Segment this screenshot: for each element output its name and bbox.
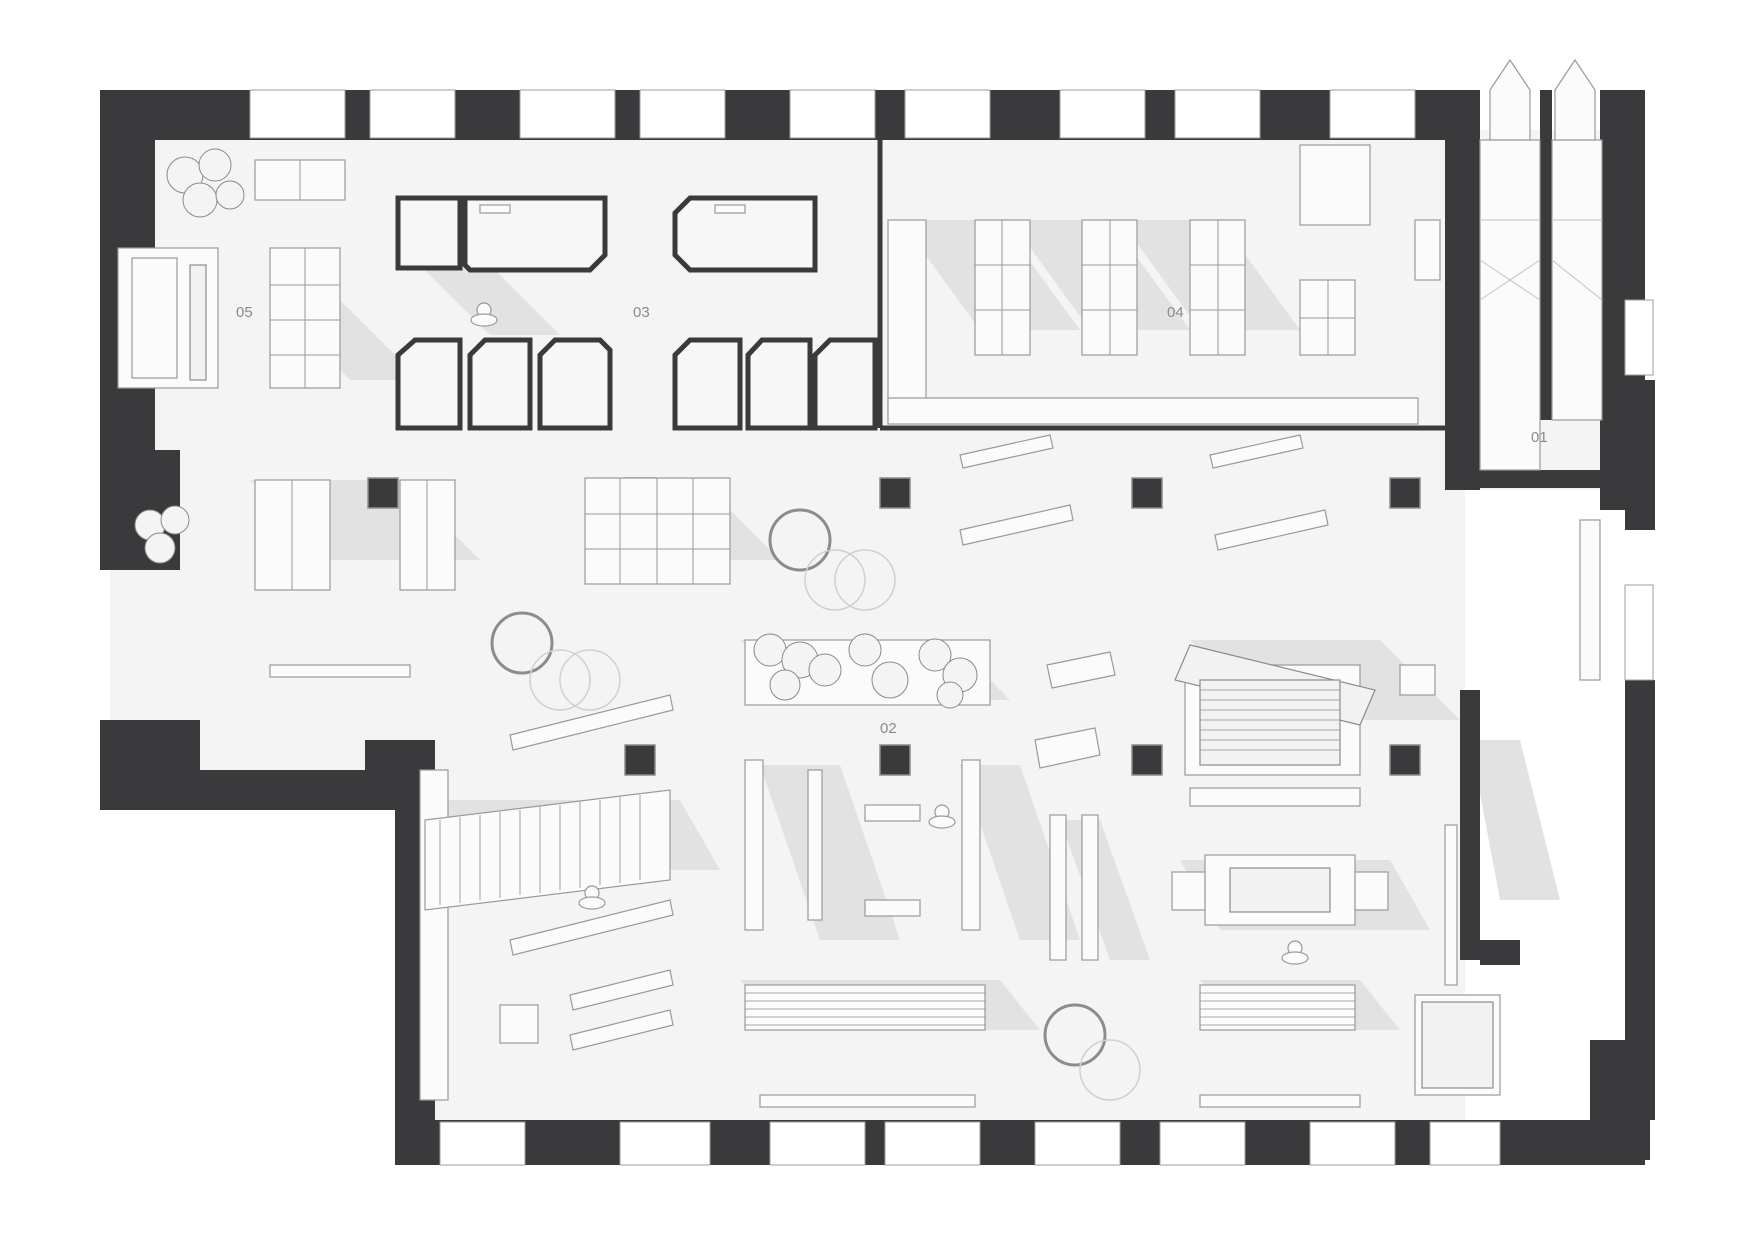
person-icon <box>470 302 498 327</box>
room-label-04: 04 <box>1167 304 1184 321</box>
plant-cluster-left <box>134 505 190 564</box>
booths-zone <box>395 140 1445 431</box>
windows-right <box>1624 299 1654 681</box>
slat-platform <box>1199 679 1341 766</box>
planter-center <box>744 633 991 709</box>
round-elements <box>490 508 1141 1101</box>
room-labels: 01 02 03 04 05 <box>236 304 1548 737</box>
plant-cluster-top-left <box>166 148 245 218</box>
room-label-05: 05 <box>236 304 253 321</box>
person-icon <box>578 885 606 910</box>
windows-top <box>249 89 1416 139</box>
windows-bottom <box>439 1121 1501 1166</box>
meeting-room <box>887 144 1441 425</box>
slat-bench-bottom-right <box>1199 984 1356 1031</box>
room-label-01: 01 <box>1531 429 1548 446</box>
kitchen-zone <box>117 159 346 389</box>
stair-core <box>1479 58 1603 471</box>
person-icon <box>1281 940 1309 965</box>
planters <box>134 148 991 709</box>
slat-bench-left <box>424 789 671 911</box>
room-label-02: 02 <box>880 720 897 737</box>
slat-bench-bottom-left <box>744 984 986 1031</box>
people <box>470 302 1309 965</box>
workstations <box>254 434 1601 1108</box>
room-label-03: 03 <box>633 304 650 321</box>
person-icon <box>928 804 956 829</box>
